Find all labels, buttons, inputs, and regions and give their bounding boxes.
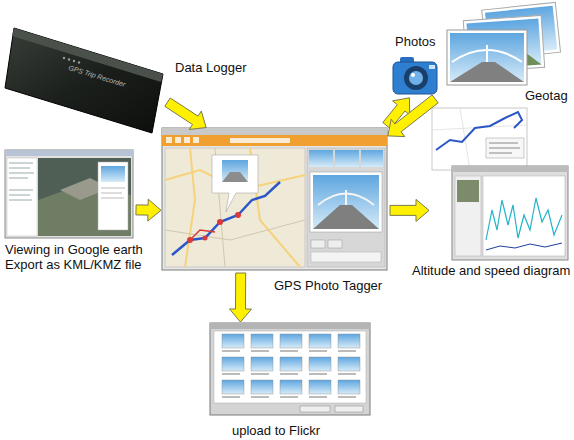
flow-arrow <box>230 273 252 322</box>
node-caption: Altitude and speed diagram <box>412 263 570 278</box>
node-caption: Photos <box>395 34 435 49</box>
node-caption: GPS Photo Tagger <box>274 278 382 293</box>
google-earth-screenshot <box>5 150 133 238</box>
camera-icon <box>393 57 437 94</box>
flow-arrow <box>165 98 206 130</box>
screenshot-node: Viewing in Google earthExport as KML/KMZ… <box>5 150 133 238</box>
photos-node: Geotag <box>445 5 560 85</box>
upload-node: upload to Flickr <box>210 323 370 415</box>
flow-arrow <box>390 199 429 221</box>
node-caption: Viewing in Google earth <box>5 242 143 257</box>
node-caption: upload to Flickr <box>232 423 320 438</box>
node-caption: Export as KML/KMZ file <box>5 257 142 272</box>
flow-arrow <box>388 95 438 137</box>
app-window-node: GPS Photo Tagger <box>162 128 387 270</box>
tagger-window <box>162 128 387 270</box>
flickr-upload-window <box>210 323 370 415</box>
camera-node: Photos <box>390 55 440 97</box>
gps-logger-device <box>5 28 163 133</box>
device-node: Data Logger <box>5 20 165 135</box>
altitude-speed-screens <box>432 108 568 260</box>
photo-stack <box>447 2 561 85</box>
flow-arrow <box>136 199 161 221</box>
chart-node: Altitude and speed diagram <box>430 105 570 260</box>
node-caption: Geotag <box>525 88 568 103</box>
flow-arrow <box>383 98 410 129</box>
node-caption: Data Logger <box>175 60 247 75</box>
